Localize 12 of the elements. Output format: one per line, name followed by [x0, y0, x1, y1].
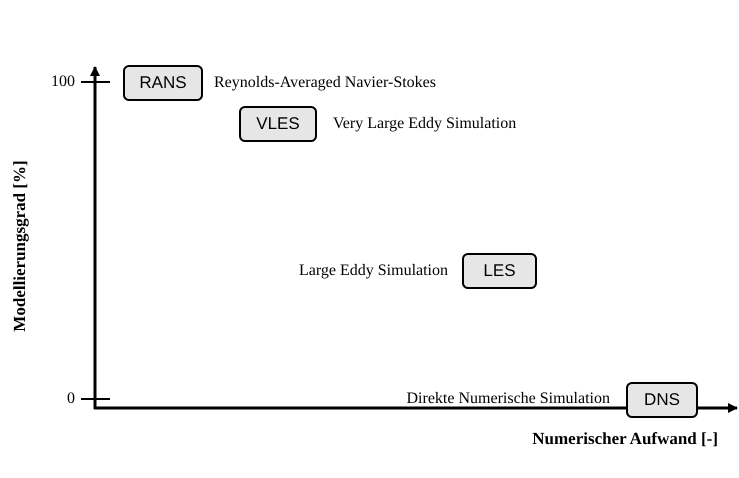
- method-box: RANS: [123, 65, 203, 101]
- method-description: Large Eddy Simulation: [298, 261, 448, 281]
- method-description: Direkte Numerische Simulation: [406, 389, 610, 409]
- method-description: Reynolds-Averaged Navier-Stokes: [214, 73, 436, 93]
- method-description: Very Large Eddy Simulation: [333, 114, 516, 134]
- method-box: VLES: [239, 106, 317, 142]
- method-box: LES: [462, 253, 537, 289]
- method-box: DNS: [626, 382, 698, 418]
- tick-label: 100: [51, 72, 75, 92]
- tick-label: 0: [67, 389, 75, 409]
- axis-title: Numerischer Aufwand [-]: [532, 429, 718, 449]
- axis-title: Modellierungsgrad [%]: [10, 160, 30, 332]
